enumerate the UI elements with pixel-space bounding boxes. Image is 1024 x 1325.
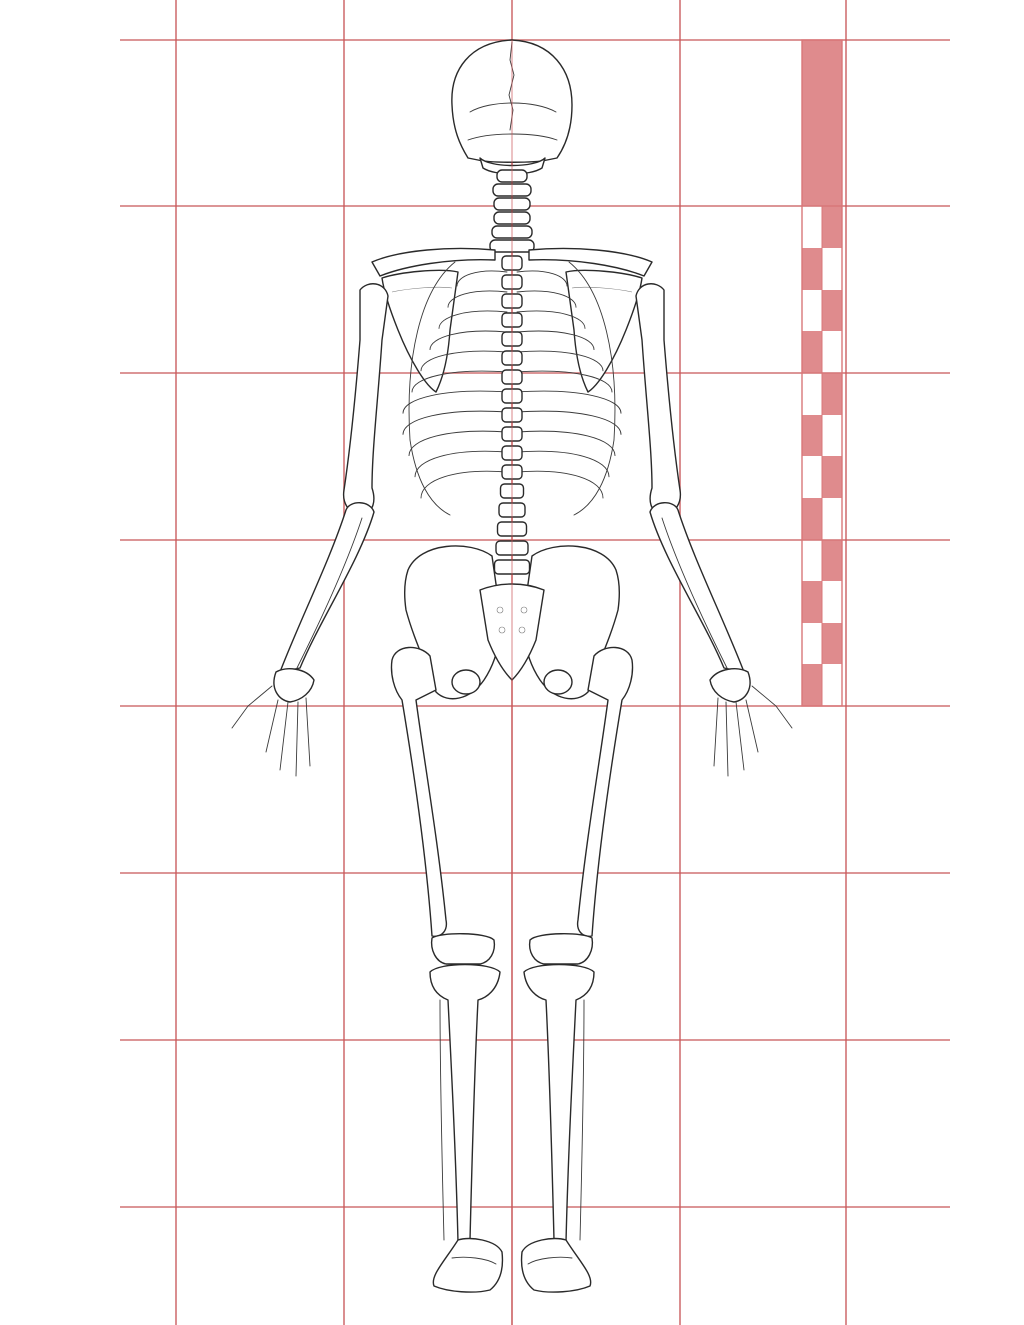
rib-left xyxy=(456,270,508,287)
rib-right xyxy=(516,370,613,393)
scale-block xyxy=(822,290,842,331)
rib-left xyxy=(420,470,508,499)
rib-cage xyxy=(402,261,622,516)
scale-block xyxy=(822,373,842,415)
rib-right xyxy=(516,470,604,499)
rib-right xyxy=(516,310,586,329)
scale-head-unit xyxy=(802,40,842,206)
femur-left xyxy=(390,646,448,937)
clavicles xyxy=(371,247,653,277)
rib-right xyxy=(516,290,577,308)
tibia-fibula-left xyxy=(429,963,501,1243)
forearm-left xyxy=(279,502,375,673)
humerus-right xyxy=(635,283,682,517)
rib-right xyxy=(516,330,595,351)
scale-block xyxy=(802,415,822,456)
rib-left xyxy=(408,430,508,457)
rib-right xyxy=(516,390,622,414)
rib-left xyxy=(414,450,508,478)
rib-left xyxy=(402,410,508,435)
scale-block xyxy=(802,581,822,623)
rib-left xyxy=(402,390,508,414)
hand-right xyxy=(709,668,793,777)
hand-left xyxy=(231,668,315,777)
scale-block xyxy=(802,248,822,290)
rib-cage-outline xyxy=(408,261,616,516)
proportion-scale-bar xyxy=(801,39,843,707)
scapula-left xyxy=(381,269,459,393)
patella-right xyxy=(528,933,594,965)
scale-block xyxy=(822,206,842,248)
rib-right xyxy=(516,270,568,287)
rib-left xyxy=(438,310,508,329)
patella-left xyxy=(430,933,496,965)
scale-block xyxy=(802,664,822,706)
humerus-left xyxy=(342,283,389,517)
scale-block xyxy=(822,540,842,581)
forearm-right xyxy=(649,502,745,673)
rib-right xyxy=(516,450,610,478)
rib-right xyxy=(516,350,604,372)
foot-left xyxy=(432,1237,504,1293)
rib-right xyxy=(516,410,622,435)
scale-block xyxy=(822,456,842,498)
rib-left xyxy=(420,350,508,372)
femur-right xyxy=(576,646,634,937)
scale-block xyxy=(802,498,822,540)
rib-left xyxy=(429,330,508,351)
foot-right xyxy=(520,1237,592,1293)
rib-left xyxy=(447,290,508,308)
scale-block xyxy=(802,331,822,373)
rib-left xyxy=(411,370,508,393)
scapula-right xyxy=(565,269,643,393)
rib-right xyxy=(516,430,616,457)
skeleton-figure xyxy=(231,39,793,1293)
tibia-fibula-right xyxy=(523,963,595,1243)
scale-block xyxy=(822,623,842,664)
